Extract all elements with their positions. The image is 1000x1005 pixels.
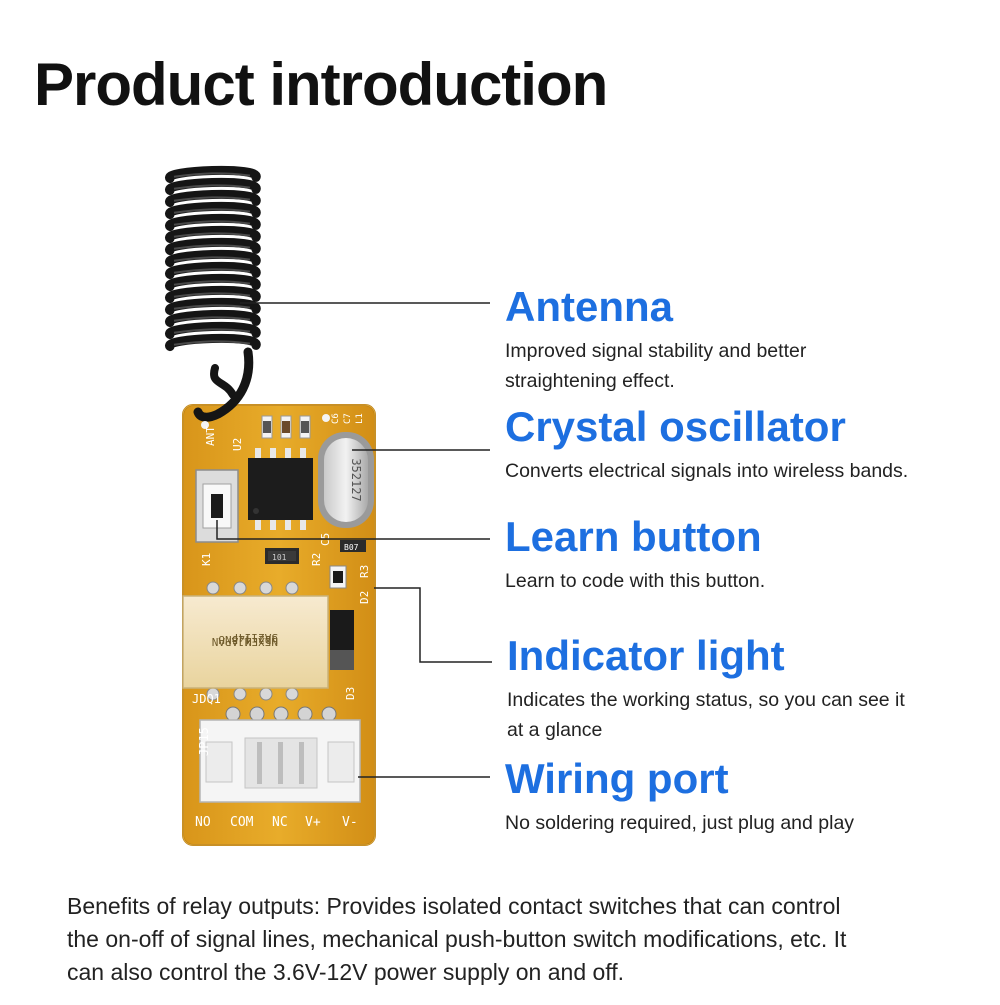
silk-ant: ANT bbox=[204, 426, 217, 446]
antenna-coil-turn bbox=[165, 189, 261, 208]
antenna-coil-highlight bbox=[173, 280, 251, 286]
feature-description: No soldering required, just plug and pla… bbox=[505, 808, 854, 838]
silk-k1: K1 bbox=[200, 553, 213, 566]
antenna-coil-highlight bbox=[173, 328, 251, 334]
smd-components-middle bbox=[265, 540, 366, 670]
feature-desc-line: Improved signal stability and better bbox=[505, 340, 807, 363]
silk-d2: D2 bbox=[358, 591, 371, 604]
smd-components-top bbox=[201, 414, 330, 439]
antenna-spring bbox=[165, 165, 261, 352]
feature-description: Learn to code with this button. bbox=[505, 566, 765, 596]
feature-title: Learn button bbox=[505, 513, 762, 560]
antenna-coil-turn bbox=[165, 261, 261, 280]
antenna-coil-highlight bbox=[173, 220, 251, 226]
antenna-coil-turn bbox=[165, 321, 261, 340]
feature-learn-button: Learn button Learn to code with this but… bbox=[505, 513, 765, 596]
feature-title: Antenna bbox=[505, 283, 673, 330]
silk-jdq1: JDQ1 bbox=[192, 692, 221, 706]
silk-b07: B07 bbox=[344, 543, 359, 552]
silk-c7: C7 bbox=[343, 413, 353, 424]
silkscreen-labels: ANT U2 K1 R2 C5 R3 D2 D3 C6 C7 L1 B07 10… bbox=[192, 413, 371, 830]
callout-lines bbox=[216, 302, 492, 778]
feature-indicator-light: Indicator light Indicates the working st… bbox=[507, 632, 905, 745]
feature-desc-line: No soldering required, just plug and pla… bbox=[505, 812, 855, 835]
relay-model: UD2-4.5NU bbox=[218, 633, 278, 646]
antenna-coil-highlight bbox=[173, 244, 251, 250]
silk-r2: R2 bbox=[310, 553, 323, 566]
feature-desc-line: Converts electrical signals into wireles… bbox=[505, 460, 909, 483]
antenna-coil-highlight bbox=[173, 268, 251, 274]
antenna-coil-highlight bbox=[173, 172, 251, 178]
antenna-coil-highlight bbox=[173, 232, 251, 238]
note-line: the on-off of signal lines, mechanical p… bbox=[67, 926, 847, 952]
crystal-oscillator: 352127 bbox=[318, 432, 374, 528]
ic-chip bbox=[248, 448, 313, 530]
antenna-coil-highlight bbox=[173, 208, 251, 214]
silk-101: 101 bbox=[272, 553, 287, 562]
antenna-coil-turn bbox=[165, 201, 261, 220]
antenna-coil-highlight bbox=[173, 316, 251, 322]
feature-title: Crystal oscillator bbox=[505, 403, 846, 450]
feature-desc-line: at a glance bbox=[507, 719, 603, 742]
feature-description: Indicates the working status, so you can… bbox=[507, 685, 905, 745]
pin-no: NO bbox=[195, 815, 211, 830]
feature-title: Indicator light bbox=[507, 632, 785, 679]
antenna-coil-turn bbox=[165, 165, 261, 184]
antenna-coil-highlight bbox=[173, 184, 251, 190]
antenna-tail bbox=[193, 347, 254, 422]
wiring-port-connector bbox=[199, 719, 361, 803]
feature-wiring-port: Wiring port No soldering required, just … bbox=[505, 755, 854, 838]
antenna-coil-turn bbox=[165, 309, 261, 328]
feature-desc-line: Indicates the working status, so you can… bbox=[507, 689, 905, 712]
feature-desc-line: straightening effect. bbox=[505, 370, 675, 393]
indicator-callout-line bbox=[374, 587, 492, 663]
relay-benefits-note: Benefits of relay outputs: Provides isol… bbox=[67, 890, 947, 989]
antenna-coil-turn bbox=[165, 177, 261, 196]
note-line: can also control the 3.6V-12V power supp… bbox=[67, 959, 625, 985]
relay-brand: NEXEMJAPAN bbox=[212, 635, 278, 648]
silk-u2: U2 bbox=[231, 438, 244, 451]
feature-title: Wiring port bbox=[505, 755, 729, 802]
feature-antenna: Antenna Improved signal stability and be… bbox=[505, 283, 806, 396]
antenna-coil-highlight bbox=[173, 340, 251, 346]
pin-vminus: V- bbox=[342, 815, 358, 830]
silk-c6: C6 bbox=[331, 413, 341, 424]
antenna-coil bbox=[210, 364, 237, 399]
silk-l1: L1 bbox=[355, 413, 365, 424]
silk-d3: D3 bbox=[344, 687, 357, 700]
relay-pins bbox=[206, 581, 299, 701]
pin-nc: NC bbox=[272, 815, 288, 830]
silk-jp15: JP15 bbox=[197, 727, 211, 756]
learn-button-part bbox=[195, 469, 239, 543]
antenna-coil-highlight bbox=[173, 292, 251, 298]
antenna-coil-highlight bbox=[173, 256, 251, 262]
antenna-coil-turn bbox=[165, 333, 261, 352]
relay: NEXEMJAPAN UD2-4.5NU 3A2114F bbox=[182, 595, 329, 689]
antenna-coil-highlight bbox=[173, 304, 251, 310]
silk-r3: R3 bbox=[358, 565, 371, 578]
page-title: Product introduction bbox=[34, 51, 608, 118]
feature-crystal-oscillator: Crystal oscillator Converts electrical s… bbox=[505, 403, 908, 486]
relay-code: 3A2114F bbox=[232, 631, 278, 644]
antenna-coil-highlight bbox=[173, 196, 251, 202]
antenna-coil-turn bbox=[165, 285, 261, 304]
learn-button-callout-line bbox=[216, 520, 490, 540]
antenna-coil-turn bbox=[165, 213, 261, 232]
antenna-coil-turn bbox=[165, 237, 261, 256]
antenna-coil-turn bbox=[165, 297, 261, 316]
antenna-coil-turn bbox=[165, 225, 261, 244]
feature-description: Improved signal stability and better str… bbox=[505, 336, 806, 396]
pin-vplus: V+ bbox=[305, 815, 321, 830]
note-line: Benefits of relay outputs: Provides isol… bbox=[67, 893, 841, 919]
feature-description: Converts electrical signals into wireles… bbox=[505, 456, 908, 486]
antenna-coil-turn bbox=[165, 273, 261, 292]
feature-desc-line: Learn to code with this button. bbox=[505, 570, 766, 593]
crystal-marking: 352127 bbox=[349, 458, 363, 501]
pin-com: COM bbox=[230, 815, 254, 830]
antenna-coil-turn bbox=[165, 249, 261, 268]
